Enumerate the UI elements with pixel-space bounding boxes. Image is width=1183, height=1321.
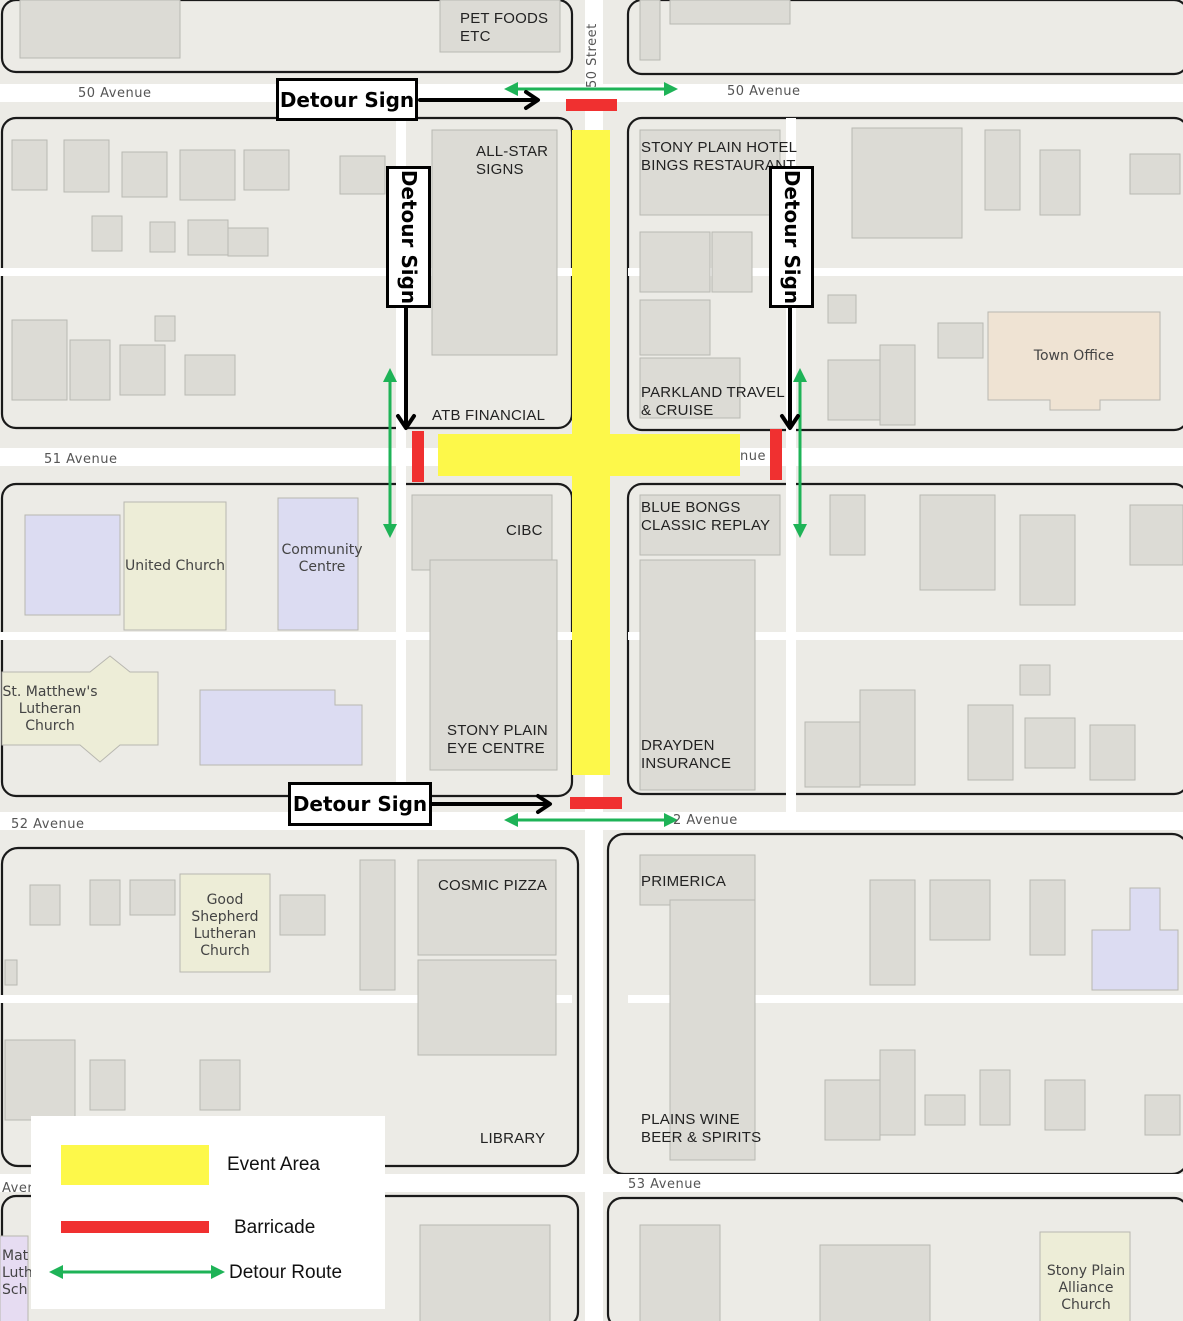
legend-event-area-swatch: [61, 1145, 209, 1185]
institution-buildings: [0, 311, 1179, 1321]
legend-event-area-label: Event Area: [227, 1154, 320, 1175]
label-good-shepherd-church: Good Shepherd Lutheran Church: [191, 892, 259, 959]
barricades: [412, 99, 782, 809]
buildings: [4, 0, 1183, 1321]
detour-sign-right: Detour Sign: [769, 166, 814, 308]
detour-routes: [383, 82, 807, 827]
barricade-east: [770, 429, 782, 480]
label-st-matthews-church: St. Matthew's Lutheran Church: [2, 684, 98, 734]
legend-barricade-label: Barricade: [234, 1217, 316, 1238]
detour-sign-left-label: Detour Sign: [396, 169, 421, 305]
barricade-north: [566, 99, 617, 111]
detour-sign-top-label: Detour Sign: [279, 87, 415, 112]
label-atb-financial: ATB FINANCIAL: [432, 407, 546, 424]
label-community-centre: Community Centre: [281, 542, 363, 575]
detour-sign-bottom-label: Detour Sign: [292, 792, 428, 816]
sign-arrows: [396, 90, 800, 814]
legend-barricade-swatch: [61, 1221, 209, 1233]
map-legend: Event Area Barricade Detour Route: [31, 1116, 385, 1309]
street-label-50-street: 50 Street: [585, 23, 600, 88]
label-stony-plain-hotel: STONY PLAIN HOTEL BINGS RESTAURANT: [641, 139, 798, 174]
legend-detour-route-label: Detour Route: [229, 1262, 343, 1283]
detour-sign-left: Detour Sign: [386, 166, 431, 308]
label-cibc: CIBC: [506, 522, 543, 539]
label-library: LIBRARY: [480, 1130, 546, 1147]
detour-sign-top: Detour Sign: [276, 78, 418, 121]
street-label-50-avenue-east: 50 Avenue: [727, 84, 801, 99]
detour-sign-right-label: Detour Sign: [779, 169, 804, 305]
label-parkland-travel: PARKLAND TRAVEL & CRUISE: [641, 384, 785, 419]
label-drayden-insurance: DRAYDEN INSURANCE: [641, 737, 732, 772]
legend-detour-route-swatch: [49, 1265, 225, 1279]
label-town-office: Town Office: [1033, 348, 1115, 364]
label-all-star-signs: ALL-STAR SIGNS: [476, 143, 549, 178]
detour-sign-bottom: Detour Sign: [288, 782, 432, 826]
label-cosmic-pizza: COSMIC PIZZA: [438, 877, 548, 894]
street-label-50-avenue-west: 50 Avenue: [78, 86, 152, 101]
label-blue-bongs: BLUE BONGS CLASSIC REPLAY: [641, 499, 771, 534]
street-label-51-avenue-east: nue: [740, 449, 766, 464]
street-label-53-avenue-west: Aver: [2, 1181, 34, 1196]
event-area: [438, 130, 740, 775]
barricade-west: [412, 431, 424, 482]
label-plains-wine: PLAINS WINE BEER & SPIRITS: [641, 1111, 762, 1146]
barricade-south: [570, 797, 622, 809]
label-pet-foods: PET FOODS ETC: [460, 10, 549, 45]
street-label-51-avenue-west: 51 Avenue: [44, 452, 118, 467]
label-alliance-church: Stony Plain Alliance Church: [1046, 1263, 1126, 1313]
label-united-church: United Church: [125, 558, 225, 574]
street-label-53-avenue-east: 53 Avenue: [628, 1177, 702, 1192]
label-primerica: PRIMERICA: [641, 873, 727, 890]
street-label-52-avenue-east: 2 Avenue: [673, 813, 738, 828]
label-eye-centre: STONY PLAIN EYE CENTRE: [447, 722, 548, 757]
label-school-partial: Mat Luth Sch: [2, 1248, 32, 1298]
street-label-52-avenue-west: 52 Avenue: [11, 817, 85, 832]
